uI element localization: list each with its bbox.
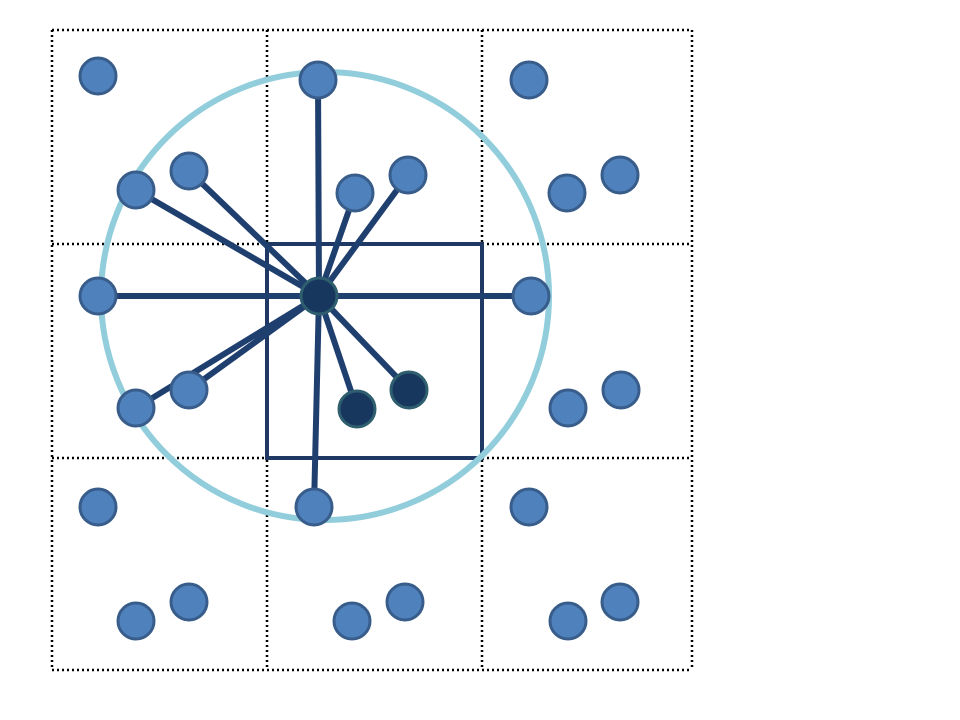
- neighbor-particle: [335, 173, 375, 213]
- particle: [547, 173, 587, 213]
- neighbor-particle: [388, 155, 428, 195]
- neighbor-link: [316, 293, 412, 393]
- neighbor-link: [186, 168, 322, 299]
- neighbor-link: [316, 293, 360, 412]
- particles: [78, 56, 641, 641]
- particle: [78, 56, 118, 96]
- particle: [548, 601, 588, 641]
- particle: [600, 155, 640, 195]
- particle: [601, 370, 641, 410]
- particle: [509, 487, 549, 527]
- same-cell-particle: [389, 370, 429, 410]
- neighbor-link: [315, 77, 322, 299]
- particle: [332, 601, 372, 641]
- neighbor-link: [186, 293, 322, 393]
- center-cell-box-layer: [265, 242, 484, 460]
- neighbor-particle: [511, 276, 551, 316]
- neighbor-particle: [78, 276, 118, 316]
- particle: [116, 601, 156, 641]
- particle: [169, 582, 209, 622]
- same-cell-particle: [337, 389, 377, 429]
- particle: [509, 60, 549, 100]
- neighbor-particle: [169, 370, 209, 410]
- neighbor-link: [316, 172, 411, 299]
- neighbor-links: [95, 77, 534, 510]
- center-particle: [299, 276, 339, 316]
- particle: [78, 487, 118, 527]
- particle: [600, 582, 640, 622]
- neighbor-particle: [169, 151, 209, 191]
- particle: [385, 582, 425, 622]
- neighbor-link: [133, 187, 322, 299]
- neighbor-particle: [116, 170, 156, 210]
- neighbor-particle: [116, 388, 156, 428]
- center-cell-box: [265, 242, 484, 460]
- neighbor-particle: [298, 60, 338, 100]
- neighbor-link: [311, 293, 322, 510]
- particle: [548, 388, 588, 428]
- neighbor-particle: [294, 487, 334, 527]
